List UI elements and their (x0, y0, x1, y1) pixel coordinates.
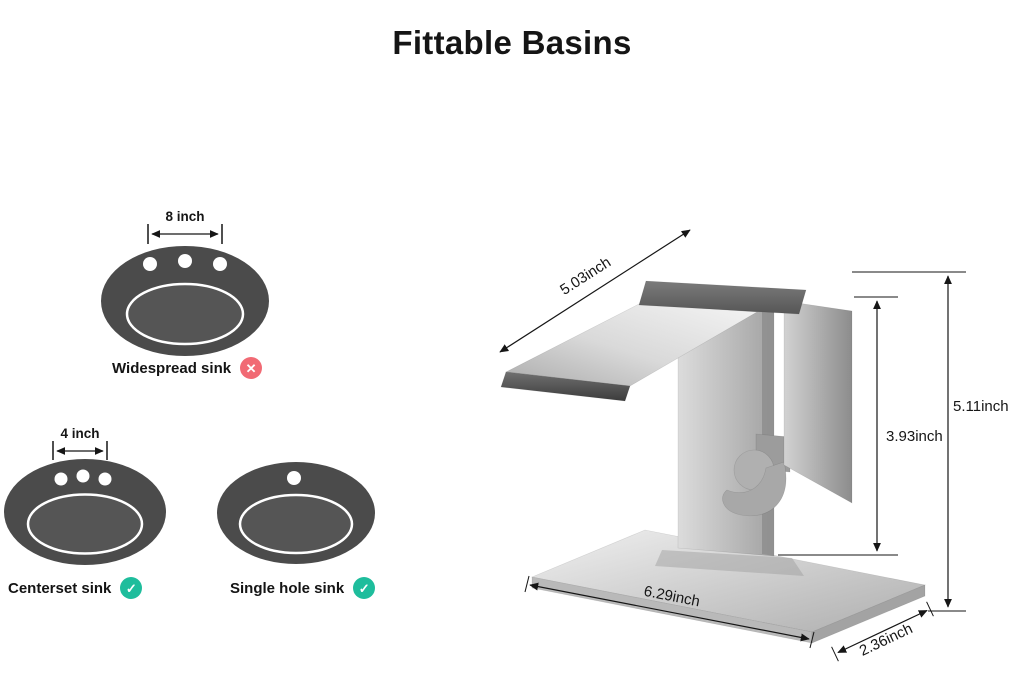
widespread-sink-label: Widespread sink (112, 359, 232, 377)
dim-tick (926, 601, 934, 617)
centerset-spacing-label: 4 inch (60, 426, 99, 441)
sink-hole (213, 257, 227, 271)
faucet-handle (783, 300, 853, 504)
dim-spout-reach-line (499, 229, 691, 353)
centerset-sink-label: Centerset sink (8, 579, 112, 597)
faucet-illustration (500, 280, 927, 644)
page-title: Fittable Basins (392, 24, 632, 62)
dim-plate-depth-line (837, 609, 928, 654)
dim-spout-reach-label: 5.03inch (557, 254, 614, 299)
sink-hole (178, 254, 192, 268)
dim-spout-height-label: 3.93inch (886, 428, 943, 445)
sink-basin (26, 493, 144, 555)
dim-plate-depth-label: 2.36inch (857, 620, 916, 660)
widespread-sink-diagram: 8 inch (101, 209, 269, 356)
faucet-spout-tip (500, 371, 631, 402)
faucet-shadow (655, 550, 804, 576)
dim-tick (524, 575, 530, 593)
faucet-handle-hook (722, 461, 787, 517)
single-hole-sink-diagram (217, 462, 375, 564)
dim-tick (809, 631, 815, 649)
sink-basin (125, 282, 245, 346)
sink-hole (98, 472, 112, 486)
widespread-sink-caption: Widespread sink ✕ (112, 357, 263, 379)
dim-tick (831, 646, 839, 662)
incompatible-x-icon: ✕ (240, 357, 263, 379)
compatible-check-icon: ✓ (120, 577, 143, 599)
widespread-spacing-label: 8 inch (165, 209, 204, 224)
sink-hole (54, 472, 68, 486)
centerset-sink-caption: Centerset sink ✓ (8, 577, 143, 599)
faucet-body-edge (762, 307, 774, 556)
centerset-sink-diagram: 4 inch (4, 426, 166, 565)
compatible-check-icon: ✓ (353, 577, 376, 599)
dim-overall-height-label: 5.11inch (953, 398, 1009, 415)
sink-hole (287, 471, 301, 485)
dim-plate-length-line (529, 582, 810, 642)
sink-basin (238, 493, 354, 555)
sink-hole (143, 257, 157, 271)
sink-hole (76, 469, 90, 483)
single-hole-sink-label: Single hole sink (230, 579, 345, 597)
single-hole-sink-caption: Single hole sink ✓ (230, 577, 376, 599)
